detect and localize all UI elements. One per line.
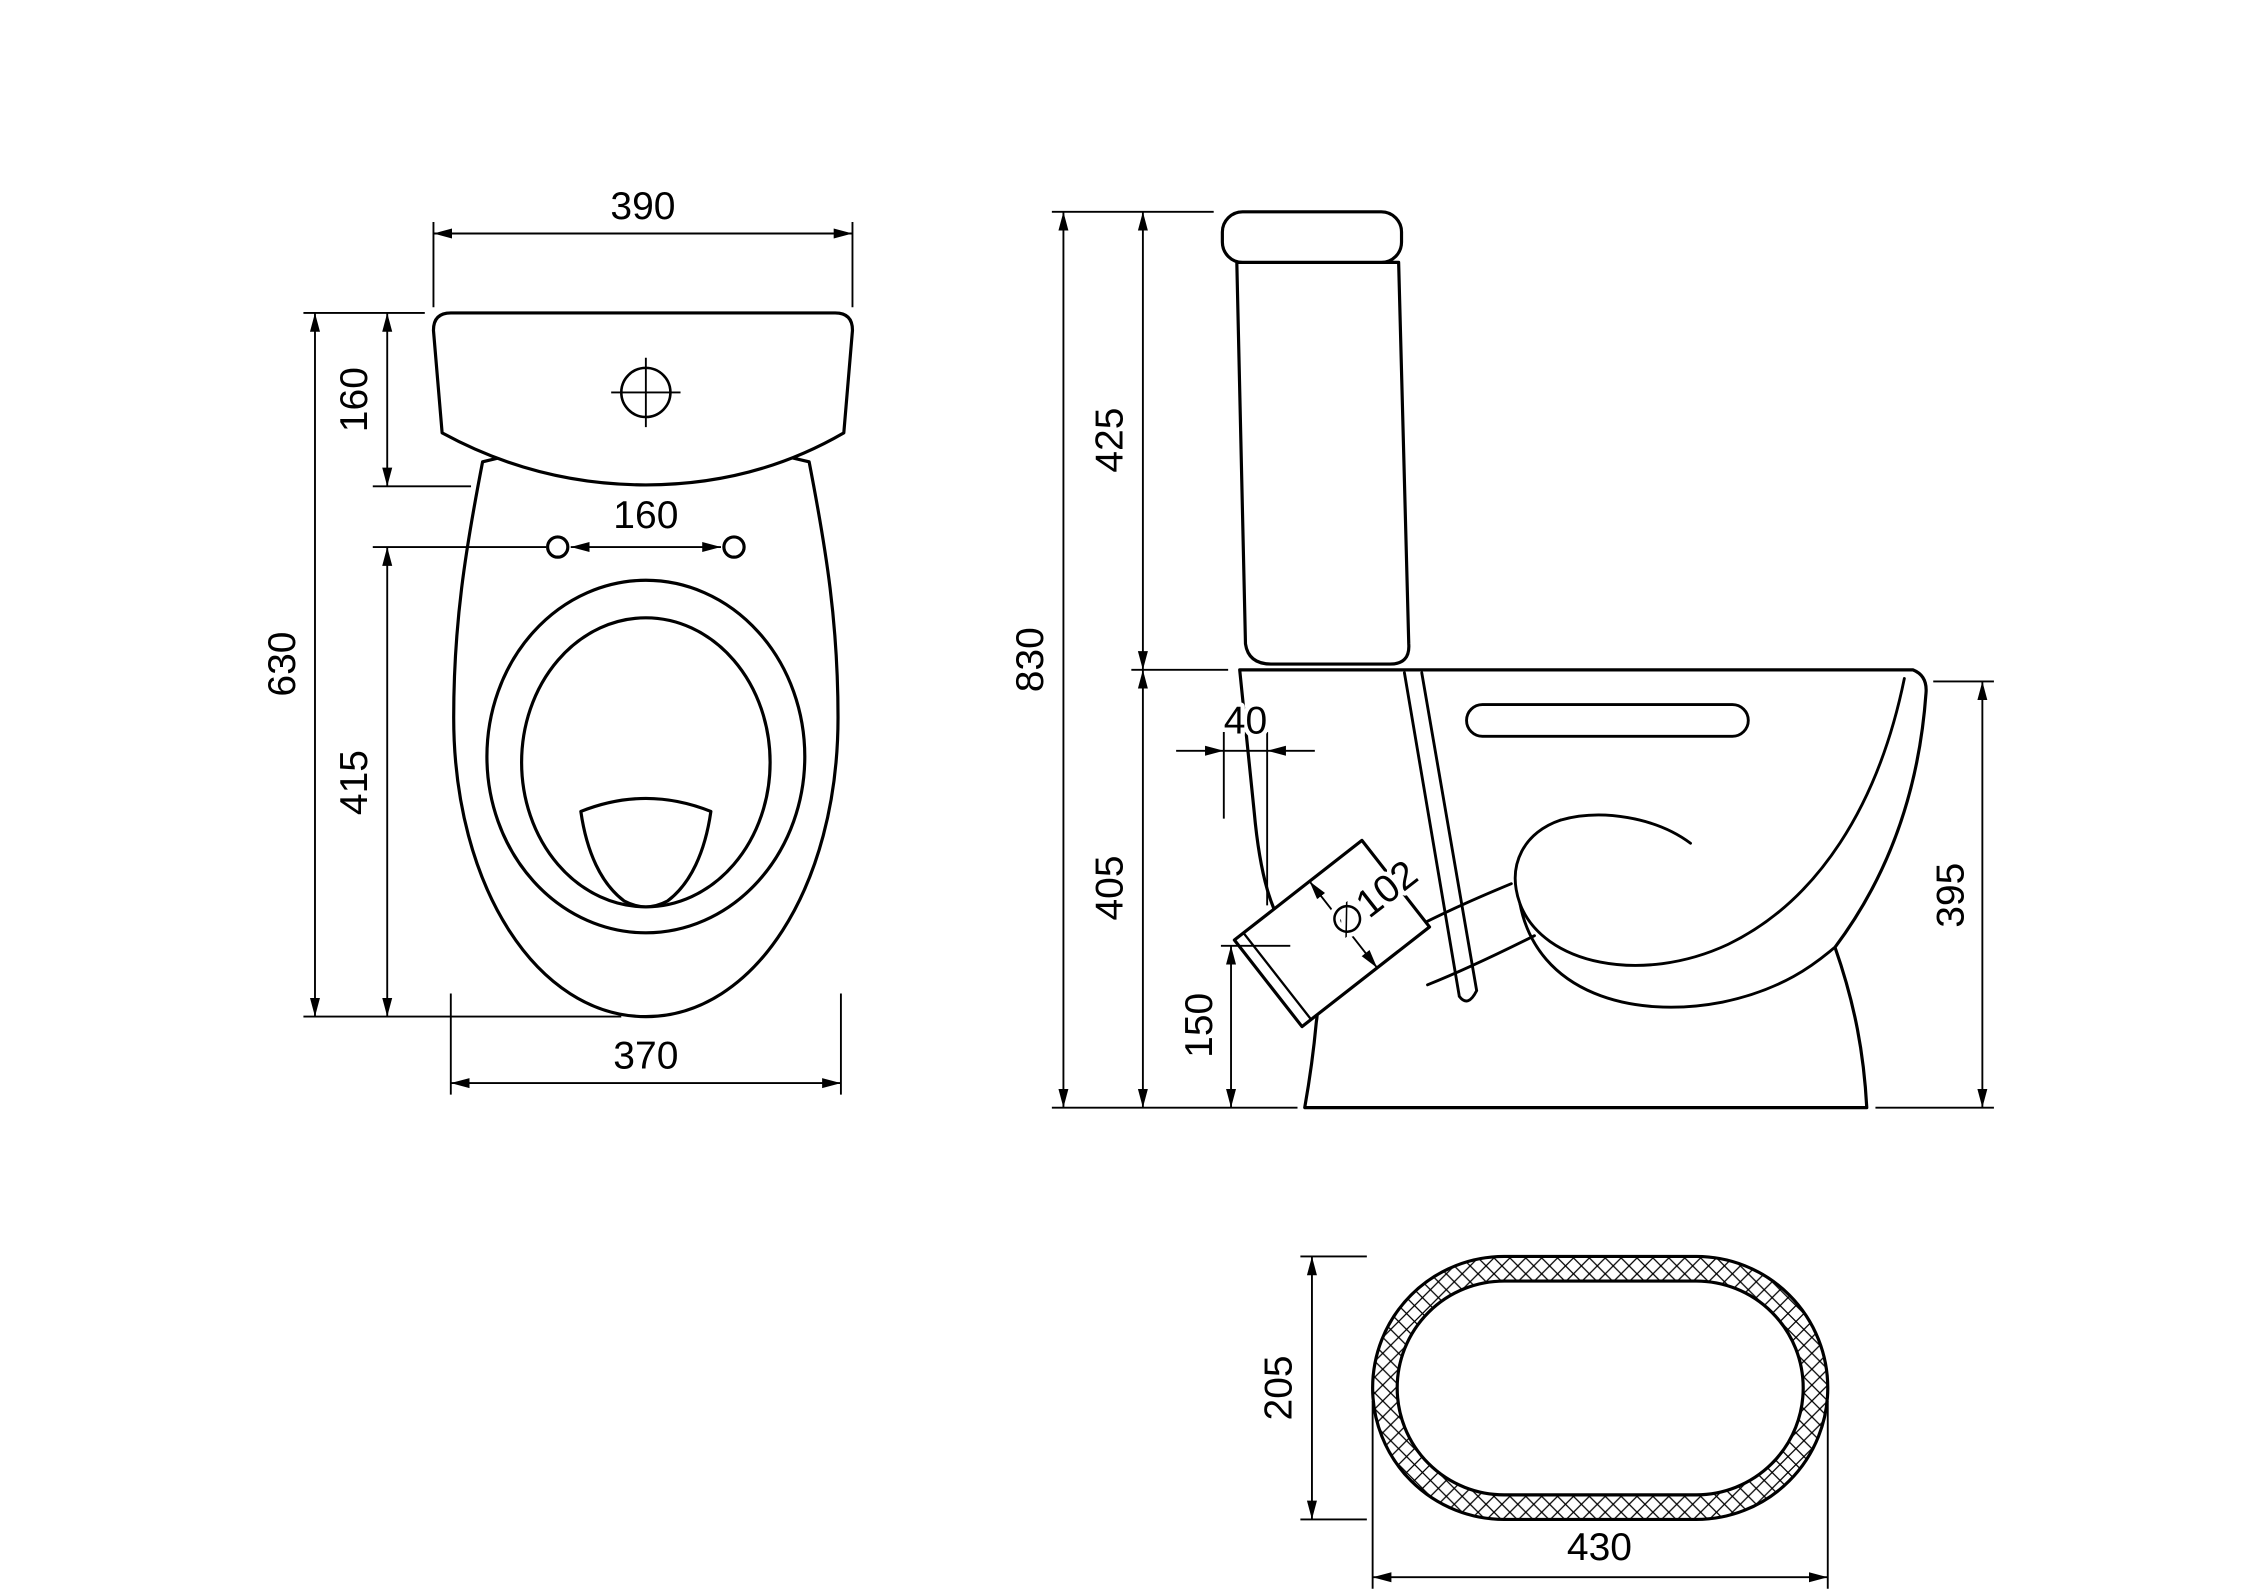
dim-outlet-offset: 40 bbox=[1176, 695, 1315, 906]
hinge-hole-right bbox=[722, 535, 746, 559]
dim-total-length: 630 bbox=[256, 312, 622, 1018]
dim-seat-length: 415 bbox=[329, 546, 547, 1017]
dim-pan-height: 405 bbox=[1084, 669, 1148, 1108]
dim-tank-depth-label: 160 bbox=[333, 367, 376, 432]
flush-channel bbox=[1402, 671, 1479, 1003]
dim-bowl-width-label: 370 bbox=[613, 1035, 678, 1078]
dim-pan-height-label: 405 bbox=[1089, 855, 1132, 920]
dim-base-length: 430 bbox=[1371, 1400, 1829, 1589]
dim-outlet-height: 150 bbox=[1174, 944, 1291, 1108]
dim-rim-height: 395 bbox=[1875, 680, 1994, 1109]
outlet-pipe bbox=[1232, 838, 1432, 1029]
water-surface bbox=[579, 796, 713, 909]
dim-tank-depth: 160 bbox=[303, 312, 472, 488]
dim-cistern-height: 425 bbox=[1084, 211, 1229, 671]
dim-outlet-offset-label: 40 bbox=[1224, 699, 1267, 742]
base-inner bbox=[1395, 1279, 1805, 1497]
dim-hinge-spacing-label: 160 bbox=[613, 494, 678, 537]
trap-lower-contour bbox=[1518, 902, 1837, 1009]
dim-seat-length-label: 415 bbox=[333, 750, 376, 815]
dim-tank-width-label: 390 bbox=[610, 185, 675, 228]
cistern-side-lid bbox=[1220, 210, 1404, 264]
dim-tank-width: 390 bbox=[432, 181, 854, 308]
dim-hinge-spacing: 160 bbox=[570, 490, 721, 553]
top-view: 390 160 160 630 415 370 bbox=[256, 181, 855, 1095]
dim-base-width: 205 bbox=[1253, 1255, 1367, 1521]
dim-total-length-label: 630 bbox=[261, 632, 304, 697]
dim-base-width-label: 205 bbox=[1258, 1355, 1301, 1420]
dim-outlet-height-label: 150 bbox=[1178, 993, 1221, 1058]
dim-cistern-height-label: 425 bbox=[1089, 408, 1132, 473]
bottom-view: 205 430 bbox=[1253, 1254, 1830, 1589]
dim-base-length-label: 430 bbox=[1567, 1526, 1632, 1569]
dim-bowl-width: 370 bbox=[449, 993, 842, 1095]
dim-rim-height-label: 395 bbox=[1930, 863, 1973, 928]
hinge-hole-left bbox=[546, 535, 570, 559]
dim-total-height-label: 830 bbox=[1009, 627, 1052, 692]
cistern-side-body bbox=[1235, 260, 1411, 666]
dim-total-height: 830 bbox=[1005, 210, 1298, 1109]
sump-contour bbox=[1559, 813, 1692, 845]
side-view: 830 425 405 40 ∅102 150 bbox=[1005, 210, 1994, 1110]
bowl-inner-contour bbox=[1513, 677, 1906, 967]
rim-slot bbox=[1465, 703, 1750, 738]
flush-button bbox=[611, 357, 681, 428]
